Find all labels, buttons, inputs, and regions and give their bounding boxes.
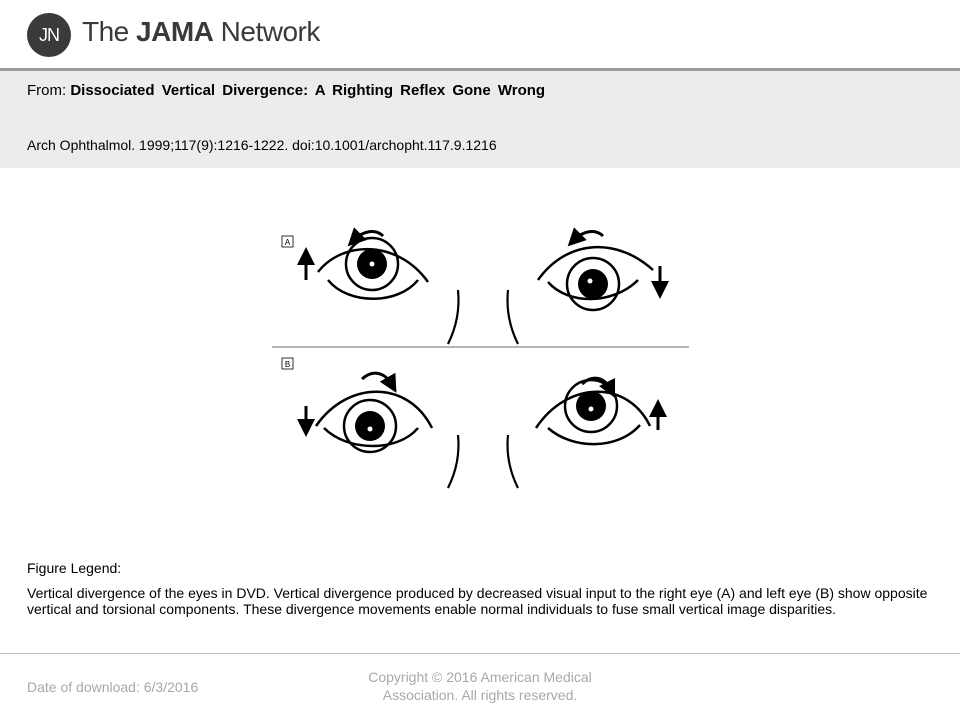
panel-a-label: A: [285, 238, 291, 247]
nose-a-right: [506, 289, 519, 345]
panel-a: A: [281, 227, 669, 345]
eye-a-left: [536, 227, 669, 312]
header: JN The JAMA Network: [0, 0, 960, 68]
panel-b: B: [281, 357, 667, 489]
brand-bold: JAMA: [136, 16, 214, 47]
nose-a-left: [447, 289, 460, 345]
footer-divider: [0, 653, 960, 654]
citation-band: [0, 71, 960, 168]
eye-a-right: [297, 227, 430, 300]
citation-reference: Arch Ophthalmol. 1999;117(9):1216-1222. …: [27, 137, 497, 153]
brand-name: The JAMA Network: [82, 16, 320, 48]
header-divider: [0, 68, 960, 71]
panel-b-label: B: [285, 360, 290, 369]
panel-a-label-box: [281, 235, 294, 248]
eye-b-left: [534, 376, 667, 446]
nose-b-right: [506, 434, 519, 489]
panel-b-label-box: [281, 357, 294, 370]
jn-logo-icon: JN: [27, 13, 71, 57]
eye-b-right: [297, 371, 434, 454]
nose-b-left: [447, 434, 460, 489]
legend-body: Vertical divergence of the eyes in DVD. …: [27, 585, 928, 617]
brand-prefix: The: [82, 16, 137, 47]
brand-suffix: Network: [213, 16, 321, 47]
figure-eye-diagram: A B: [272, 227, 689, 489]
citation-from: From: Dissociated Vertical Divergence: A…: [27, 82, 545, 99]
download-date: Date of download: 6/3/2016: [27, 679, 199, 695]
legend-heading: Figure Legend:: [27, 560, 122, 576]
from-label: From:: [27, 82, 67, 99]
logo-mark: JN: [39, 24, 60, 45]
copyright-notice: Copyright © 2016 American Medical Associ…: [368, 669, 592, 703]
article-title: Dissociated Vertical Divergence: A Right…: [70, 82, 546, 99]
